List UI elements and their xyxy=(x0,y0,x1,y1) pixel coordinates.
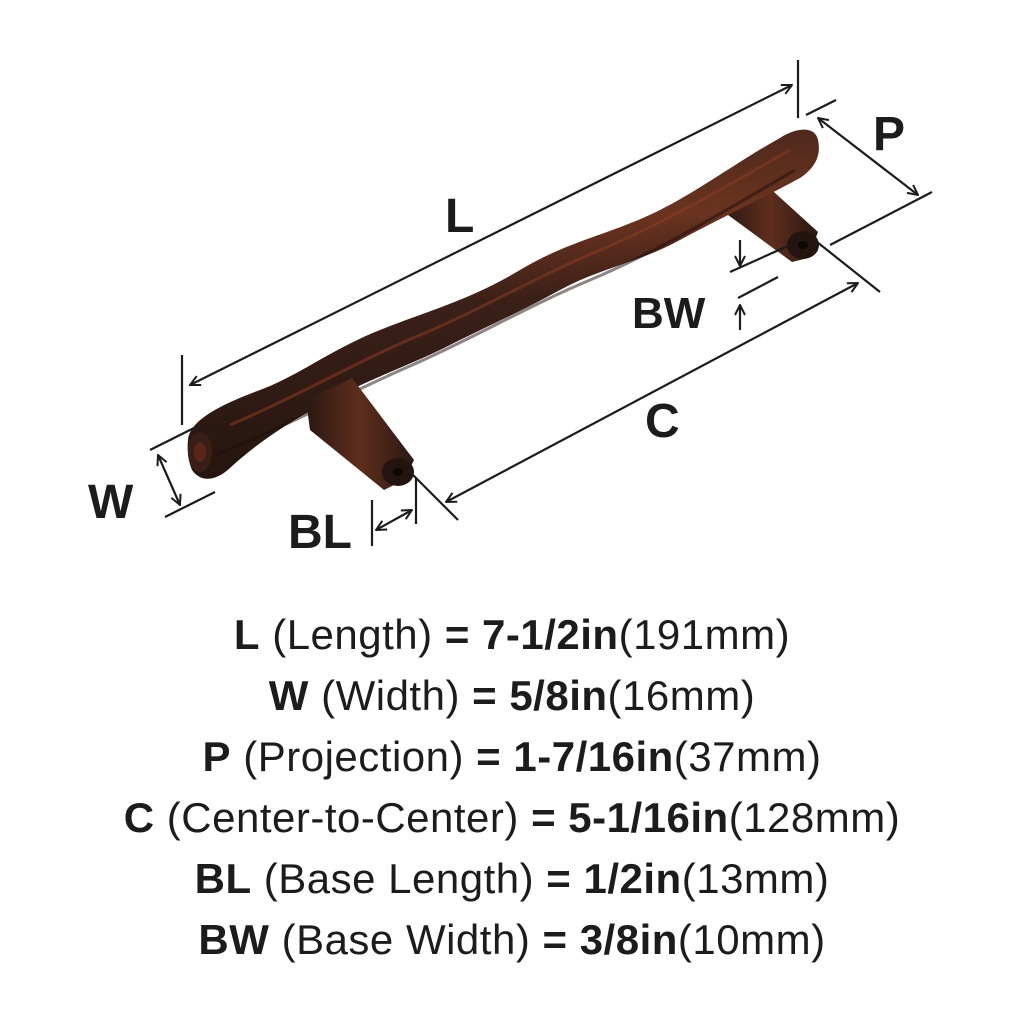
spec-imperial: 3/8in xyxy=(579,916,678,963)
spec-name: (Width) xyxy=(321,672,460,719)
spec-base-width: BW (Base Width) = 3/8in(10mm) xyxy=(0,909,1024,970)
spec-imperial: 1-7/16in xyxy=(513,733,674,780)
spec-equals: = xyxy=(531,794,557,841)
label-C: C xyxy=(645,395,680,448)
spec-name: (Length) xyxy=(272,611,433,658)
spec-metric: (16mm) xyxy=(607,672,756,719)
spec-imperial: 5/8in xyxy=(509,672,608,719)
spec-name: (Base Length) xyxy=(263,855,535,902)
handle-illustration xyxy=(187,129,819,490)
spec-code: BL xyxy=(194,855,252,902)
spec-equals: = xyxy=(542,916,568,963)
spec-code: P xyxy=(202,733,232,780)
spec-metric: (191mm) xyxy=(618,611,791,658)
spec-equals: = xyxy=(472,672,498,719)
spec-name: (Projection) xyxy=(243,733,464,780)
spec-length: L (Length) = 7-1/2in(191mm) xyxy=(0,604,1024,665)
spec-imperial: 7-1/2in xyxy=(482,611,619,658)
spec-name: (Base Width) xyxy=(281,916,531,963)
spec-metric: (128mm) xyxy=(728,794,901,841)
spec-imperial: 1/2in xyxy=(583,855,682,902)
spec-code: C xyxy=(123,794,155,841)
spec-projection: P (Projection) = 1-7/16in(37mm) xyxy=(0,726,1024,787)
spec-equals: = xyxy=(444,611,470,658)
spec-equals: = xyxy=(546,855,572,902)
label-BW: BW xyxy=(632,289,706,338)
spec-code: L xyxy=(233,611,261,658)
spec-equals: = xyxy=(476,733,502,780)
spec-width: W (Width) = 5/8in(16mm) xyxy=(0,665,1024,726)
spec-metric: (37mm) xyxy=(673,733,822,780)
spec-list: L (Length) = 7-1/2in(191mm) W (Width) = … xyxy=(0,604,1024,970)
label-L: L xyxy=(445,190,474,243)
spec-imperial: 5-1/16in xyxy=(568,794,729,841)
spec-metric: (10mm) xyxy=(677,916,826,963)
spec-center-to-center: C (Center-to-Center) = 5-1/16in(128mm) xyxy=(0,787,1024,848)
spec-base-length: BL (Base Length) = 1/2in(13mm) xyxy=(0,848,1024,909)
spec-code: W xyxy=(268,672,309,719)
spec-metric: (13mm) xyxy=(681,855,830,902)
label-W: W xyxy=(88,476,134,529)
spec-name: (Center-to-Center) xyxy=(166,794,519,841)
dimension-diagram: L P W BL C BW xyxy=(88,60,933,559)
spec-code: BW xyxy=(198,916,270,963)
dimension-lines xyxy=(149,60,933,546)
label-P: P xyxy=(873,108,905,161)
label-BL: BL xyxy=(288,506,352,559)
